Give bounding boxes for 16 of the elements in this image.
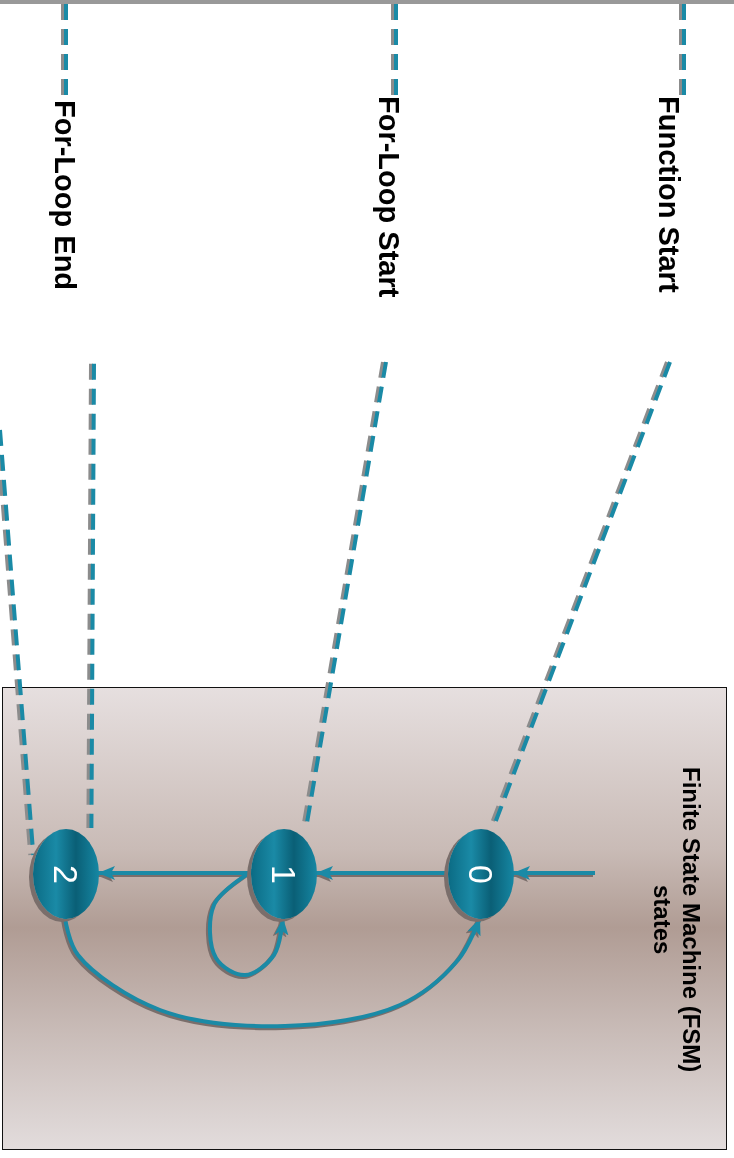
code-label: For-Loop End <box>50 100 79 291</box>
leader-line <box>682 4 686 96</box>
transition-arrow <box>98 866 250 880</box>
state-number: 2 <box>49 864 83 884</box>
code-label: For-Loop Start <box>374 96 403 298</box>
panel-title: Finite State Machine (FSM) states <box>648 766 705 1075</box>
leader-line <box>0 429 36 856</box>
state-number: 1 <box>267 864 301 884</box>
transition-arrow <box>513 866 595 880</box>
code-label: Function Start <box>654 96 683 293</box>
state-number: 0 <box>464 864 498 884</box>
transition-arrow <box>316 866 447 880</box>
state-machine-panel <box>2 687 727 1150</box>
leader-line <box>89 363 96 828</box>
leader-line <box>394 4 398 96</box>
state-ellipse <box>33 829 99 919</box>
